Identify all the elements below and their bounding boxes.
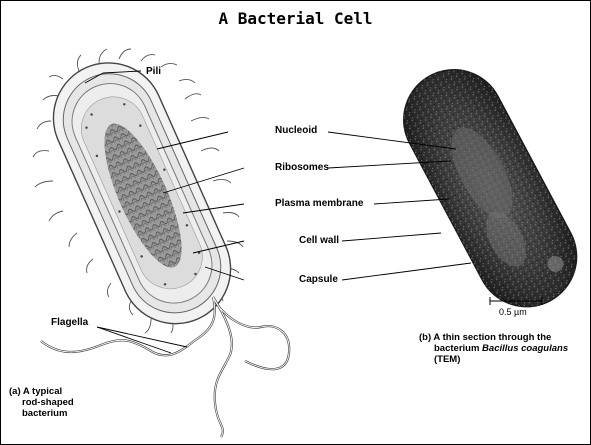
caption-b-line1: (b) A thin section through the bbox=[419, 332, 568, 343]
pili-label: Pili bbox=[146, 66, 161, 78]
scale-bar-label: 0.5 µm bbox=[499, 306, 527, 318]
cell-wall-leader-tem bbox=[342, 233, 441, 241]
caption-b-line3: (TEM) bbox=[419, 354, 568, 365]
caption-b-line2-prefix: bacterium bbox=[434, 343, 482, 354]
plasma-membrane-leader-tem bbox=[374, 199, 449, 204]
caption-a-line2: rod-shaped bbox=[9, 397, 74, 408]
caption-b-line2: bacterium Bacillus coagulans bbox=[419, 343, 568, 354]
flagella-leader bbox=[97, 327, 171, 353]
caption-b: (b) A thin section through the bacterium… bbox=[419, 332, 568, 365]
caption-b-species: Bacillus coagulans bbox=[482, 343, 568, 354]
ribosomes-label: Ribosomes bbox=[275, 162, 329, 174]
cell-wall-label: Cell wall bbox=[299, 235, 339, 247]
tem-micrograph bbox=[386, 52, 590, 324]
bacterium-body bbox=[36, 45, 248, 341]
nucleoid-label: Nucleoid bbox=[275, 125, 317, 137]
caption-a-line1: (a) A typical bbox=[9, 386, 74, 397]
flagella-label: Flagella bbox=[51, 317, 88, 329]
capsule-label: Capsule bbox=[299, 274, 338, 286]
capsule-leader-tem bbox=[342, 263, 471, 280]
plasma-membrane-label: Plasma membrane bbox=[275, 198, 363, 210]
caption-a: (a) A typical rod-shaped bacterium bbox=[9, 386, 74, 419]
caption-a-line3: bacterium bbox=[9, 408, 74, 419]
